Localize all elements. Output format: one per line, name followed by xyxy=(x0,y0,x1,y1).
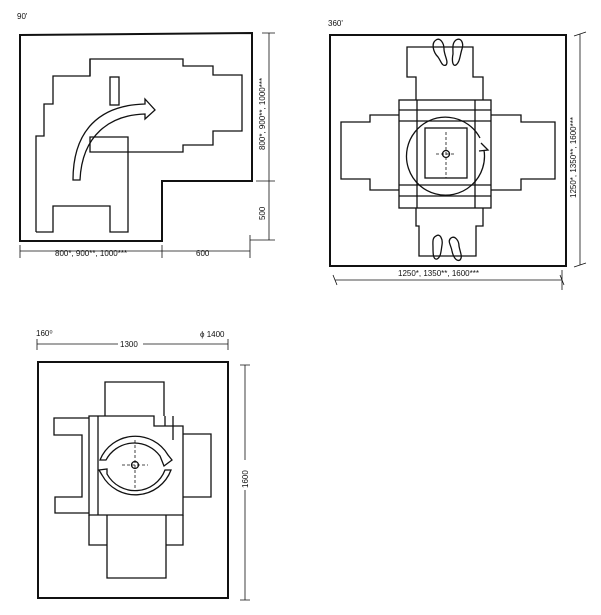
dim-line-top xyxy=(36,339,229,350)
dim-line-right xyxy=(573,31,587,268)
operator-top xyxy=(104,381,165,416)
operator-left xyxy=(53,417,89,514)
angle-label: 160⁰ xyxy=(36,329,53,338)
center-lines xyxy=(122,440,148,490)
diagram-90: 90' 800*, 900**, 1000*** 600 800*, 900**… xyxy=(17,12,275,258)
dim-bottom: 1250*, 1350**, 1600*** xyxy=(398,269,479,278)
operator-right xyxy=(89,58,243,153)
operator-top xyxy=(406,46,484,100)
dim-right: 1250*, 1350**, 1600*** xyxy=(569,117,578,198)
rotation-arrow-lower xyxy=(97,468,172,496)
angle-label: 360' xyxy=(328,19,343,28)
operator-right xyxy=(183,433,212,498)
rotation-arrow xyxy=(72,97,156,181)
diagram-360: 360' 1250*, 1350**, 1600*** 1250*, 1350*… xyxy=(328,19,587,290)
rotation-arrow-upper xyxy=(99,435,173,468)
machine-inner xyxy=(399,100,491,208)
floor-outline xyxy=(329,34,567,267)
angle-label: 90' xyxy=(17,12,28,21)
diameter-label: ϕ 1400 xyxy=(200,330,225,339)
rotation-arrow xyxy=(405,116,490,196)
floor-outline xyxy=(37,361,229,599)
dim-bottom-right: 600 xyxy=(196,249,210,258)
dim-right-top: 800*, 900**, 1000*** xyxy=(258,78,267,150)
floor-outline xyxy=(19,31,253,242)
operator-left xyxy=(340,114,399,191)
dim-line-bottom xyxy=(332,270,565,290)
dim-bottom-left: 800*, 900**, 1000*** xyxy=(55,249,127,258)
center-lines xyxy=(436,132,456,178)
footprints-bottom xyxy=(432,234,462,262)
operator-bottom xyxy=(88,515,184,579)
machine-base xyxy=(398,99,492,209)
dim-top: 1300 xyxy=(120,340,138,349)
dim-right-bottom: 500 xyxy=(258,206,267,220)
diagram-160: 160⁰ ϕ 1400 1300 1600 xyxy=(36,329,250,601)
machine-base xyxy=(88,415,184,516)
operator-left xyxy=(35,59,129,233)
dim-line-right xyxy=(240,364,250,601)
footprints-top xyxy=(432,38,464,67)
dim-line-right xyxy=(250,32,275,241)
operator-right xyxy=(491,114,556,191)
dim-line-bottom xyxy=(19,235,251,258)
operator-bottom xyxy=(415,208,484,257)
dim-right: 1600 xyxy=(241,470,250,488)
column xyxy=(109,76,120,106)
